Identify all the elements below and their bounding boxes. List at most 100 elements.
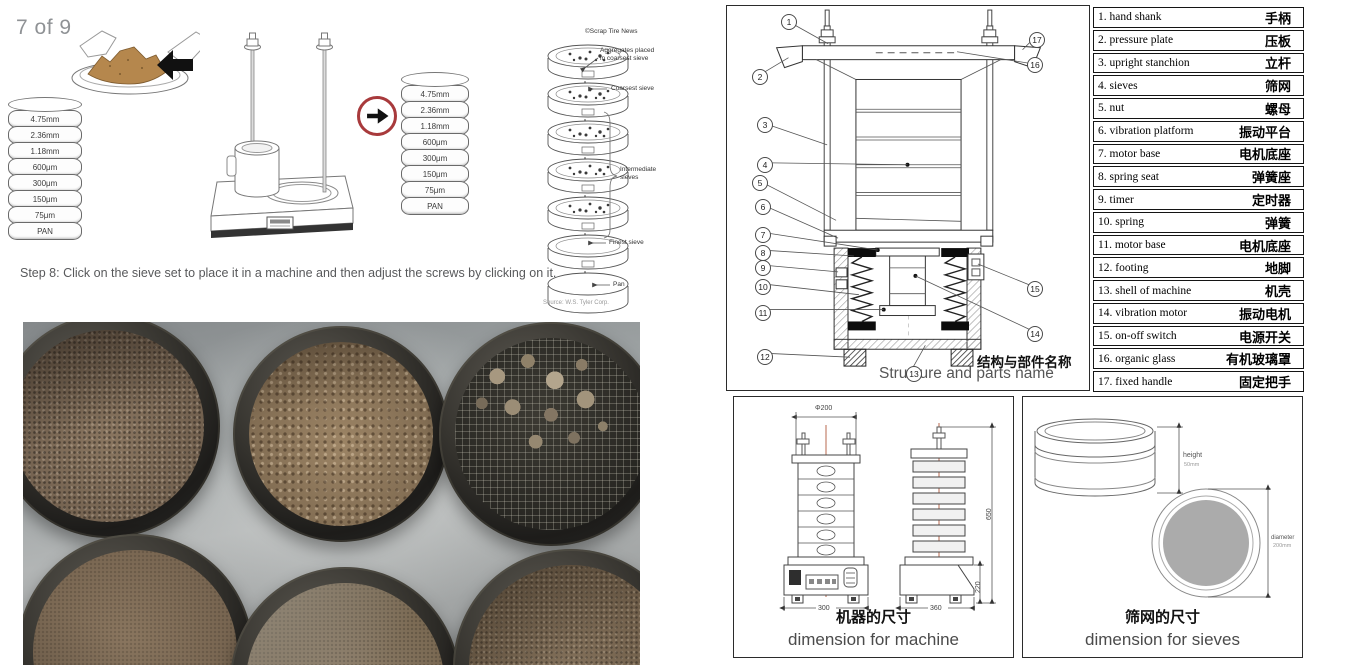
- callout-4: 4: [757, 157, 773, 173]
- dim-top-diameter: Φ200: [815, 405, 832, 412]
- part-name-en: 7. motor base: [1098, 147, 1161, 160]
- sieve-band-label[interactable]: PAN: [8, 222, 82, 240]
- part-name-en: 4. sieves: [1098, 79, 1138, 92]
- part-name-zh: 弹簧座: [1251, 170, 1291, 186]
- sieve-dimension-drawing: height 50mm diameter 200mm: [1034, 418, 1294, 598]
- sieve-height-value: 50mm: [1184, 462, 1200, 468]
- structure-diagram-panel: 结构与部件名称 Structure and parts name 1 2 3 4…: [726, 5, 1090, 391]
- parts-table-row: 7. motor base 电机底座: [1093, 143, 1304, 165]
- callout-6: 6: [755, 199, 771, 215]
- callout-9: 9: [755, 260, 771, 276]
- dim-side-width: 360: [930, 605, 942, 612]
- sieve-mesh: [455, 338, 640, 530]
- callout-8: 8: [755, 245, 771, 261]
- part-name-zh: 手柄: [1264, 10, 1291, 26]
- exploded-credit-source: Source: W.S. Tyler Corp.: [543, 300, 609, 306]
- callout-16: 16: [1027, 57, 1043, 73]
- forward-arrow-badge: [357, 96, 397, 136]
- label-finest-sieve: Finest sieve: [609, 239, 644, 246]
- part-name-en: 8. spring seat: [1098, 170, 1160, 183]
- sieve-dim-caption-zh: 筛网的尺寸: [1124, 609, 1200, 626]
- exploded-sieves-diagram: [547, 44, 629, 314]
- callout-7: 7: [755, 227, 771, 243]
- sieve-height-label: height: [1183, 452, 1202, 459]
- photo-sieve-gravel-mesh: [439, 322, 640, 546]
- parts-table-row: 15. on-off switch 电源开关: [1093, 325, 1304, 347]
- parts-table-row: 5. nut 螺母: [1093, 98, 1304, 119]
- photo-sieve-medium: [233, 326, 449, 542]
- parts-table-row: 14. vibration motor 振动电机: [1093, 302, 1304, 324]
- label-pan: Pan: [613, 281, 625, 288]
- callout-15: 15: [1027, 281, 1043, 297]
- label-coarsest-sieve: Coarsest sieve: [611, 85, 654, 92]
- parts-table-row: 6. vibration platform 振动平台: [1093, 120, 1304, 142]
- photo-sieve-sand: [230, 567, 460, 665]
- sieve-stack-top: [8, 97, 82, 112]
- sieve-band-label[interactable]: PAN: [401, 197, 469, 215]
- parts-table-row: 4. sieves 筛网: [1093, 75, 1304, 97]
- part-name-en: 15. on-off switch: [1098, 330, 1177, 343]
- callout-14: 14: [1027, 326, 1043, 342]
- parts-table-row: 3. upright stanchion 立杆: [1093, 52, 1304, 74]
- part-name-zh: 立杆: [1264, 56, 1291, 72]
- part-name-zh: 固定把手: [1238, 375, 1291, 391]
- part-name-zh: 定时器: [1251, 193, 1291, 209]
- sieve-band-label[interactable]: 300μm: [8, 174, 82, 192]
- forward-arrow-icon: [367, 108, 389, 124]
- exploded-credit-top: ©Scrap Tire News: [585, 28, 638, 35]
- dim-base-height: 220: [975, 581, 982, 593]
- sieve-contents: [246, 583, 444, 665]
- machine-cross-section: [758, 9, 1042, 371]
- dim-total-height: 650: [986, 508, 993, 520]
- part-name-zh: 机壳: [1264, 284, 1291, 300]
- label-aggregates: Aggregates placed in coarsest sieve: [600, 47, 655, 62]
- part-name-zh: 地脚: [1264, 261, 1291, 277]
- part-name-en: 16. organic glass: [1098, 352, 1176, 365]
- machine-dim-caption-zh: 机器的尺寸: [835, 609, 911, 626]
- back-arrow-icon: [157, 50, 193, 80]
- callout-10: 10: [755, 279, 771, 295]
- parts-table-row: 10. spring 弹簧: [1093, 211, 1304, 233]
- part-name-zh: 电源开关: [1238, 329, 1291, 345]
- sieves-photo: [23, 322, 640, 665]
- part-name-en: 14. vibration motor: [1098, 307, 1188, 320]
- parts-table-row: 1. hand shank 手柄: [1093, 7, 1304, 28]
- sieve-diameter-label: diameter: [1271, 535, 1294, 541]
- sieve-contents: [33, 550, 237, 665]
- callout-2: 2: [752, 69, 768, 85]
- part-name-en: 3. upright stanchion: [1098, 56, 1190, 69]
- sieve-band-label[interactable]: 75μm: [8, 206, 82, 224]
- callout-11: 11: [755, 305, 771, 321]
- annotation-lines: [579, 57, 618, 288]
- step-instruction: Step 8: Click on the sieve set to place …: [20, 266, 557, 280]
- sieve-machine-illustration[interactable]: [205, 30, 357, 242]
- part-name-zh: 电机底座: [1238, 238, 1291, 254]
- structure-caption-zh: 结构与部件名称: [977, 355, 1072, 370]
- part-name-en: 11. motor base: [1098, 239, 1166, 252]
- sieve-stack-top: [401, 72, 469, 87]
- part-name-en: 9. timer: [1098, 193, 1134, 206]
- callout-17: 17: [1029, 32, 1045, 48]
- parts-table-row: 16. organic glass 有机玻璃罩: [1093, 348, 1304, 370]
- callout-3: 3: [757, 117, 773, 133]
- part-name-en: 5. nut: [1098, 102, 1125, 115]
- dim-front-width: 300: [818, 605, 830, 612]
- parts-table-row: 2. pressure plate 压板: [1093, 29, 1304, 51]
- machine-dim-caption-en: dimension for machine: [787, 630, 960, 649]
- callout-12: 12: [757, 349, 773, 365]
- sieve-band-label[interactable]: 1.18mm: [401, 117, 469, 135]
- gravel-stones: [455, 338, 640, 530]
- parts-name-table: 1. hand shank 手柄 2. pressure plate 压板 3.…: [1093, 5, 1304, 393]
- parts-table-row: 17. fixed handle 固定把手: [1093, 371, 1304, 393]
- photo-sieve-fine2: [453, 549, 640, 665]
- callout-1: 1: [781, 14, 797, 30]
- label-intermediate-sieves: Intermediate sieves: [620, 166, 657, 181]
- part-name-zh: 压板: [1264, 33, 1291, 49]
- parts-table-row: 12. footing 地脚: [1093, 257, 1304, 279]
- parts-table-row: 13. shell of machine 机壳: [1093, 280, 1304, 301]
- sieve-contents: [469, 565, 640, 665]
